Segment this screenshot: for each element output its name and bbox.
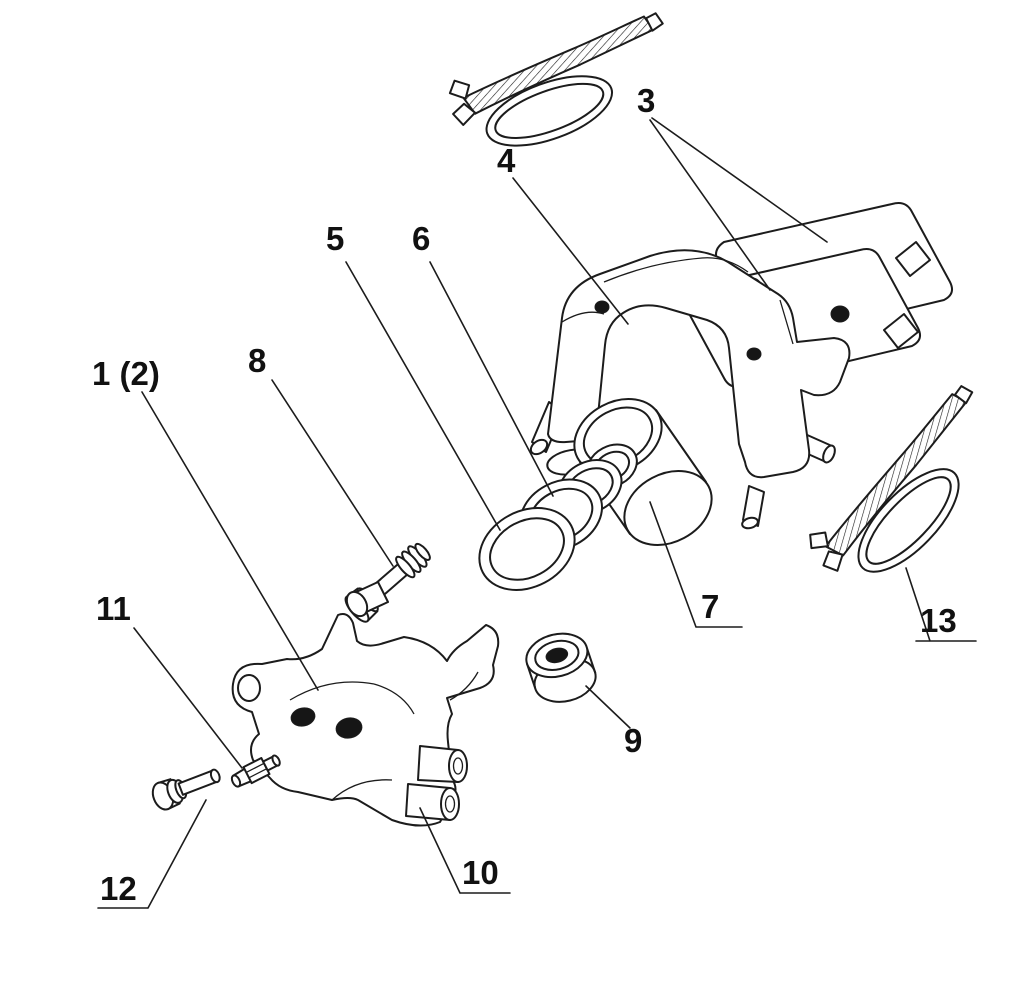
caliper-body-outline [231,613,500,827]
leader-lines [97,117,977,909]
caliper-form-line [373,683,415,715]
leader-part-9 [585,685,631,729]
bleeder-neck [232,767,252,788]
leader-part-13 [905,567,977,642]
bracket-lower-pin [742,485,765,527]
part-labels: 1 (2) 3 4 5 6 7 8 9 10 11 12 13 [92,82,957,907]
label-part-7: 7 [701,588,719,625]
leader-part-11 [133,627,243,769]
bleeder-screw [230,754,281,788]
bracket-body [547,249,851,479]
label-part-11: 11 [96,590,131,627]
bleeder-hex-facet [245,762,268,779]
label-part-5: 5 [326,220,344,257]
leader-part-3 [649,117,828,291]
retaining-clip-right-shape [779,381,1024,610]
dust-boot-outer-ring [478,507,576,591]
bracket-guide-pin-right-cap [822,444,836,464]
bolt-tip [414,542,431,561]
caliper-boss-upper-bore [452,757,464,775]
caliper-ear-hole [237,674,261,702]
brake-pad-rear-square-hole [895,241,931,277]
caliper-form-line [289,681,375,701]
leader-part-7 [649,501,743,628]
leader-part-6 [429,261,554,497]
banjo-bolt [151,768,221,811]
label-part-9: 9 [624,722,642,759]
brake-pad-hole [830,305,850,323]
leader-part-8 [271,379,394,567]
piston-seal-rings [478,443,638,591]
label-part-4: 4 [497,142,516,179]
bracket-hole [594,300,610,314]
label-part-3: 3 [637,82,655,119]
label-part-6: 6 [412,220,430,257]
caliper-form-line [449,671,479,701]
caliper-pin-boss-cap [345,590,369,618]
caliper-boss-upper-cap [448,749,468,783]
bracket-form-line [779,299,794,345]
leader-part-1 [141,391,319,691]
label-part-10: 10 [462,854,499,891]
bolt-rib [395,555,416,579]
leader-part-5 [345,261,501,531]
cap-nut [525,632,597,703]
caliper-hole [290,707,316,727]
bolt12-tip [209,768,221,784]
caliper-boss-lower-bore [444,795,456,813]
dust-boot-outer-ring-inner [489,517,565,581]
caliper-hole [335,717,363,739]
bracket-form-line [603,257,749,283]
bracket-guide-pin-left-cap [529,438,549,456]
bracket-lower-pin-cap [741,516,759,530]
bracket-hole [746,347,762,361]
retaining-clip-right [779,381,1024,610]
label-part-12: 12 [100,870,137,907]
label-part-13: 13 [920,602,957,639]
caliper-boss-lower-cap [440,787,460,821]
leader-part-12 [97,799,207,909]
piston-side [655,409,707,483]
brake-pad-front-square-hole [883,313,919,349]
bleeder-end [271,754,281,767]
cap-nut-top-ring [534,639,580,671]
caliper-form-line [331,779,393,801]
cap-nut-bore [545,647,569,664]
label-part-1: 1 (2) [92,355,160,392]
caliper-body [231,581,500,827]
leader-part-4 [512,177,629,325]
leader-part-10 [419,807,511,894]
label-part-8: 8 [248,342,266,379]
